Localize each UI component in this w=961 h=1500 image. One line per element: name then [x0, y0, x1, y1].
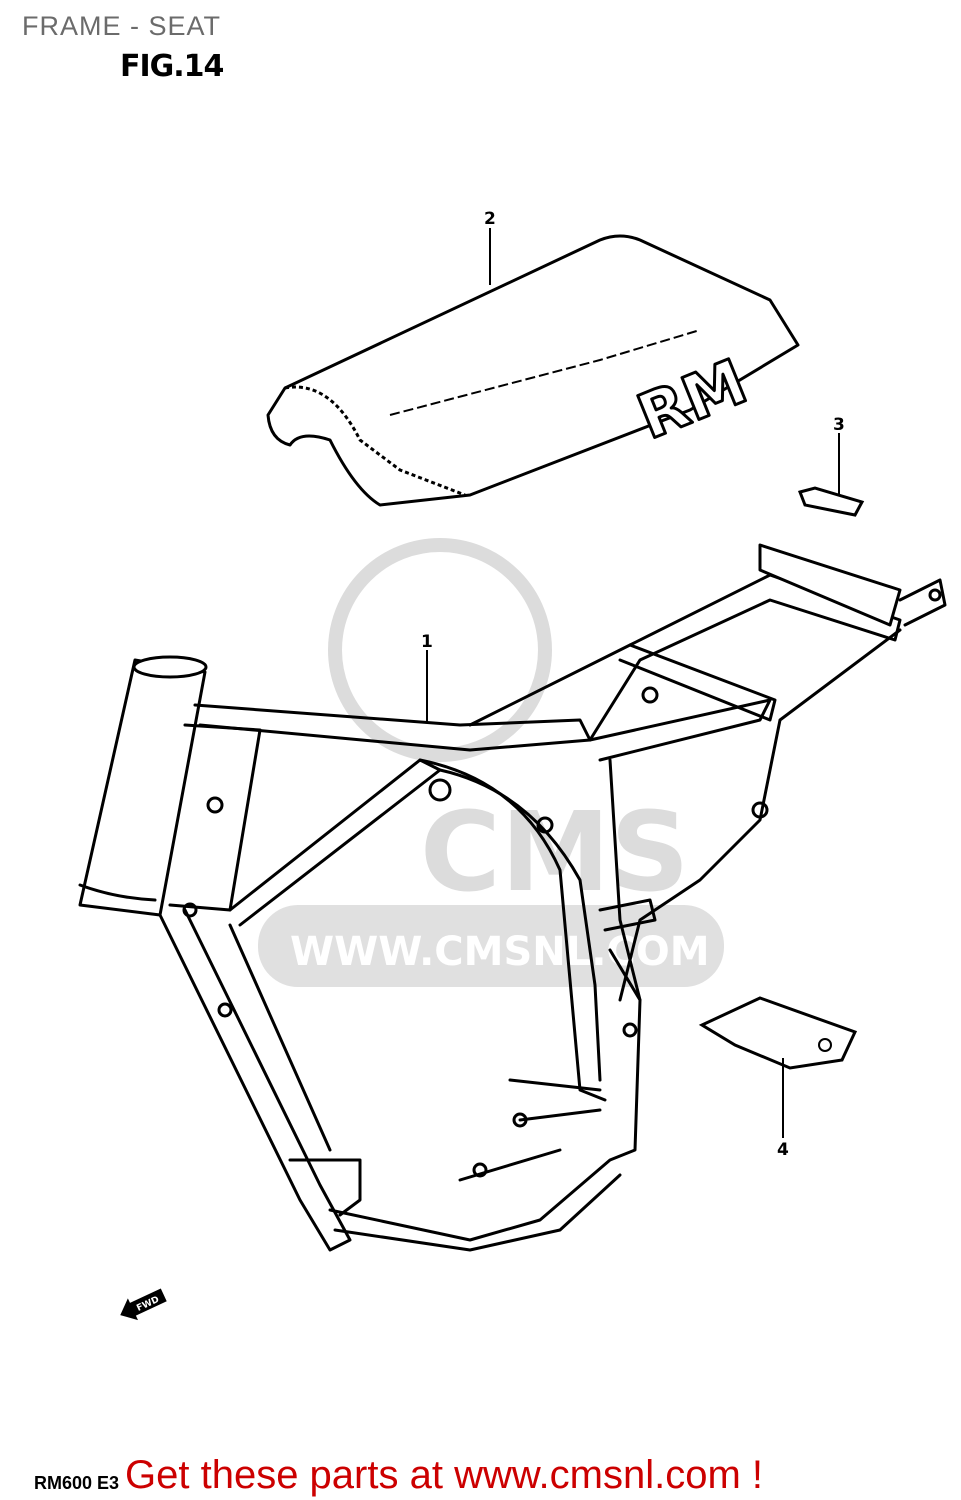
watermark-logo-text: CMS [420, 788, 689, 916]
part-3[interactable] [798, 486, 865, 517]
figure-number: FIG.14 [120, 49, 224, 84]
callout-4[interactable]: 4 [777, 1140, 789, 1160]
model-code: RM600 E3 [34, 1473, 120, 1493]
watermark-logo-icon [328, 538, 552, 762]
page-title: FRAME - SEAT [22, 11, 222, 41]
seat-part[interactable]: RM [266, 234, 800, 507]
watermark-text: WWW.CMSNL.COM [290, 929, 710, 975]
fwd-arrow-icon: FWD [120, 1288, 167, 1321]
callout-1[interactable]: 1 [421, 632, 433, 652]
frame-part[interactable] [78, 543, 947, 1252]
callout-3[interactable]: 3 [833, 415, 845, 435]
promo-link[interactable]: Get these parts at www.cmsnl.com ! [125, 1453, 763, 1497]
watermark: CMS WWW.CMSNL.COM [258, 538, 724, 987]
part-4[interactable] [698, 996, 858, 1070]
callout-2[interactable]: 2 [484, 209, 496, 229]
